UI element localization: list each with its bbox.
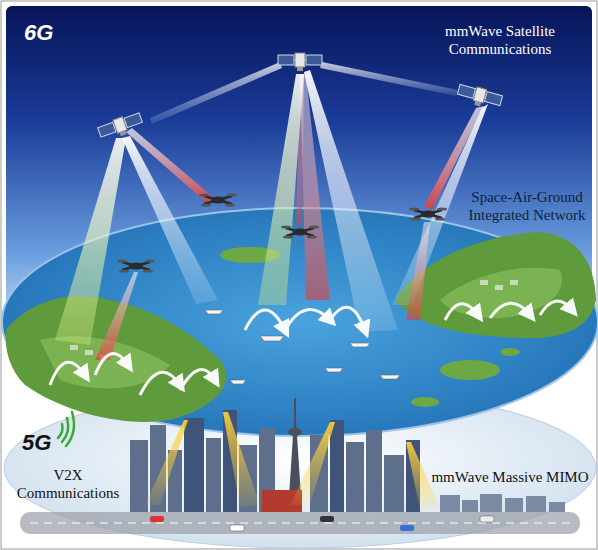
layer-title: 6G bbox=[24, 20, 74, 46]
layer-title: 5G bbox=[22, 430, 62, 456]
layer-label: mmWave Satellite Communications bbox=[420, 22, 580, 58]
layer-label: Space-Air-Ground Integrated Network bbox=[466, 188, 588, 224]
layer-label: mmWave Massive MIMO bbox=[428, 468, 592, 486]
layer-label: V2X Communications bbox=[12, 466, 124, 502]
